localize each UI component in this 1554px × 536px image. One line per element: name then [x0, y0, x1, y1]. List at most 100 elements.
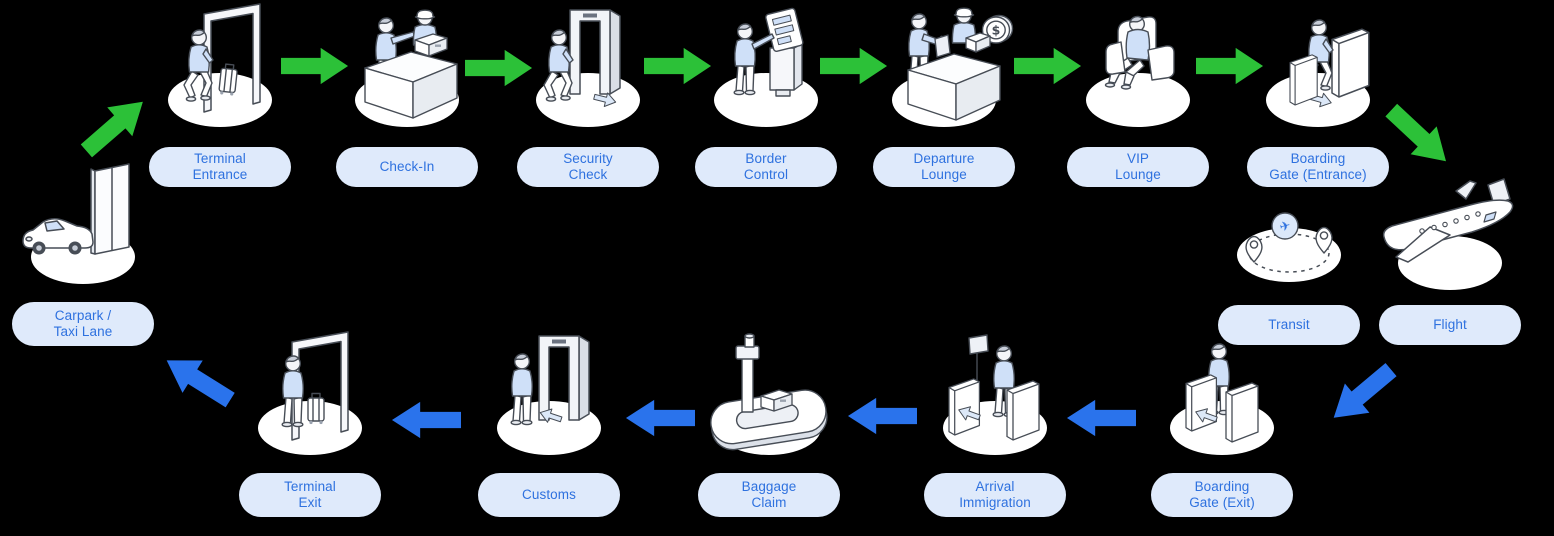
arrow-icon [80, 101, 143, 158]
luggage-box-icon [760, 389, 793, 412]
arrow-departure-lounge-to-vip-lounge [1014, 46, 1082, 86]
flight-label: Flight [1379, 305, 1521, 345]
arrival-immigration-label: Arrival Immigration [924, 473, 1066, 517]
security-check-label: Security Check [517, 147, 659, 187]
plane-tail-fin [1487, 178, 1511, 206]
border-control-label-text: Border Control [743, 151, 789, 182]
arrow-flight-to-boarding-gate-exit [1319, 353, 1404, 434]
cash-register-icon [965, 32, 991, 53]
check-in-desk-icon [355, 9, 459, 127]
departure-lounge-label-text: Departure Lounge [913, 151, 975, 182]
arrow-arrival-immigration-to-baggage-claim [847, 396, 917, 436]
arrow-border-control-to-departure-lounge [820, 46, 888, 86]
plane-door [1483, 211, 1497, 223]
stage-customs: Customs [469, 330, 629, 517]
arrow-icon [1014, 47, 1082, 85]
passport-kiosk-icon [714, 7, 818, 127]
arrow-carpark-to-terminal-entrance [73, 85, 158, 167]
arrow-baggage-claim-to-customs [625, 398, 695, 438]
stage-arrival-immigration: Arrival Immigration [915, 330, 1075, 517]
shopping-bag-icon [934, 34, 951, 58]
carousel-pillar [735, 333, 760, 413]
customs-label-text: Customs [522, 487, 576, 503]
chair-armrest-left [1105, 41, 1126, 75]
suitcase-icon [307, 392, 325, 425]
arrow-boarding-gate-exit-to-arrival-immigration [1066, 398, 1136, 438]
lounge-armchair-icon [1086, 15, 1190, 127]
arrow-icon [1333, 362, 1397, 418]
border-control-label: Border Control [695, 147, 837, 187]
terminal-entrance-label: Terminal Entrance [149, 147, 291, 187]
check-in-label: Check-In [336, 147, 478, 187]
plane-far-wing [1455, 180, 1477, 200]
kiosk-icon [765, 7, 804, 97]
transit-label-text: Transit [1268, 317, 1310, 333]
boarding-gate-exit-label-text: Boarding Gate (Exit) [1189, 479, 1255, 510]
sign-board-icon [968, 334, 989, 380]
boarding-gate-entrance-label: Boarding Gate (Entrance) [1247, 147, 1389, 187]
stage-terminal-exit: Terminal Exit [230, 330, 390, 517]
arrow-customs-to-terminal-exit [391, 400, 461, 440]
customs-label: Customs [478, 473, 620, 517]
armchair-and-person [1104, 15, 1175, 90]
passenger-arm [751, 33, 775, 50]
arrow-icon [1196, 47, 1264, 85]
turnstile-panel-icon [1331, 28, 1370, 98]
customs-scanner-icon [497, 335, 601, 455]
terminal-door-icon [90, 163, 130, 255]
terminal-exit-label-text: Terminal Exit [284, 479, 336, 510]
baggage-claim-label-text: Baggage Claim [741, 479, 797, 510]
arrow-terminal-exit-to-carpark [155, 342, 242, 418]
carpark-taxi-lane-label: Carpark / Taxi Lane [12, 302, 154, 346]
arrow-icon [644, 47, 712, 85]
stage-boarding-gate-entrance: Boarding Gate (Entrance) [1238, 2, 1398, 187]
plane-main-wing [1395, 226, 1451, 263]
terminal-exit-label: Terminal Exit [239, 473, 381, 517]
stage-vip-lounge: VIP Lounge [1058, 2, 1218, 187]
passenger-entering-gate-icon [168, 3, 272, 127]
transit-route-icon: ✈ [1237, 212, 1341, 282]
vip-lounge-label-text: VIP Lounge [1115, 151, 1161, 182]
dashed-route [1248, 233, 1330, 273]
stage-baggage-claim: Baggage Claim [689, 330, 849, 517]
stage-boarding-gate-exit: Boarding Gate (Exit) [1142, 330, 1302, 517]
stage-base-icon [1086, 73, 1190, 127]
check-in-label-text: Check-In [379, 159, 435, 175]
arrow-icon [847, 397, 917, 435]
stage-transit: ✈ Transit [1209, 157, 1369, 345]
car-icon [22, 218, 94, 255]
plane-badge-icon: ✈ [1271, 212, 1299, 240]
flight-label-text: Flight [1433, 317, 1467, 333]
arrow-icon [1066, 399, 1136, 437]
arrow-icon [465, 49, 533, 87]
stage-check-in: Check-In [327, 2, 487, 187]
arrow-terminal-entrance-to-check-in [281, 46, 349, 86]
arrow-boarding-gate-entrance-to-flight [1377, 95, 1461, 178]
passenger-arm [390, 31, 416, 45]
plane-windows [1419, 211, 1481, 234]
turnstile-panel-icon [1225, 382, 1259, 443]
immigration-gate-icon [943, 334, 1047, 455]
stage-border-control: Border Control [686, 2, 846, 187]
suitcase-icon [217, 63, 239, 97]
arrow-icon [1385, 103, 1447, 162]
carpark-taxi-lane-label-text: Carpark / Taxi Lane [53, 308, 113, 339]
stage-flight: Flight [1370, 165, 1530, 345]
arrow-icon [391, 401, 461, 439]
boarding-gate-entrance-label-text: Boarding Gate (Entrance) [1269, 151, 1367, 182]
arrow-vip-lounge-to-boarding-gate-entrance [1196, 46, 1264, 86]
stage-carpark-taxi-lane: Carpark / Taxi Lane [3, 159, 163, 346]
stage-terminal-entrance: Terminal Entrance [140, 2, 300, 187]
boarding-gate-exit-label: Boarding Gate (Exit) [1151, 473, 1293, 517]
arrow-icon [820, 47, 888, 85]
plane-glyph: ✈ [1278, 218, 1293, 235]
gate-panel-icon [948, 378, 981, 436]
chair-armrest-right [1147, 45, 1175, 81]
baggage-carousel-icon [710, 333, 828, 455]
arrival-immigration-label-text: Arrival Immigration [959, 479, 1031, 510]
stage-security-check: Security Check [508, 2, 668, 187]
passenger-exiting-gate-icon [258, 331, 362, 455]
dollar-sign: $ [992, 23, 1001, 38]
arrow-security-check-to-border-control [644, 46, 712, 86]
